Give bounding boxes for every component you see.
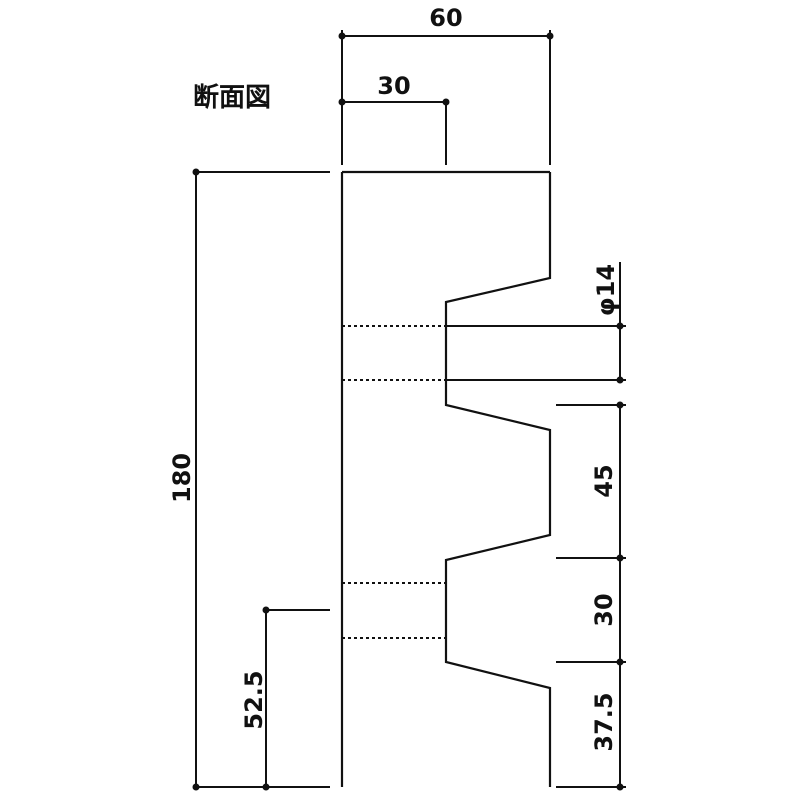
label-overall-height: 180 xyxy=(168,453,196,503)
label-overall-width: 60 xyxy=(429,4,462,32)
dimension-left-offset: 52.5 xyxy=(240,606,330,791)
outline-right-profile xyxy=(444,172,552,787)
dimension-bottom-offset: 37.5 xyxy=(556,662,626,791)
part-outline xyxy=(340,170,552,787)
label-bottom-offset: 37.5 xyxy=(590,692,618,751)
label-left-offset: 52.5 xyxy=(240,670,268,729)
label-pitch-upper: 45 xyxy=(590,464,618,497)
label-hole-diameter: φ14 xyxy=(592,264,620,316)
dimension-overall-width: 60 xyxy=(338,4,554,165)
dimension-pitch-upper: 45 xyxy=(556,401,626,562)
drawing-title: 断面図 xyxy=(193,82,271,113)
dimension-groove-width: 30 xyxy=(556,558,626,666)
dimension-half-width: 30 xyxy=(338,72,450,165)
label-half-width: 30 xyxy=(377,72,410,100)
label-groove-width: 30 xyxy=(590,593,618,626)
dimension-overall-height: 180 xyxy=(168,168,330,791)
dimension-hole-diameter: φ14 xyxy=(446,262,626,384)
hidden-lines xyxy=(342,325,446,639)
